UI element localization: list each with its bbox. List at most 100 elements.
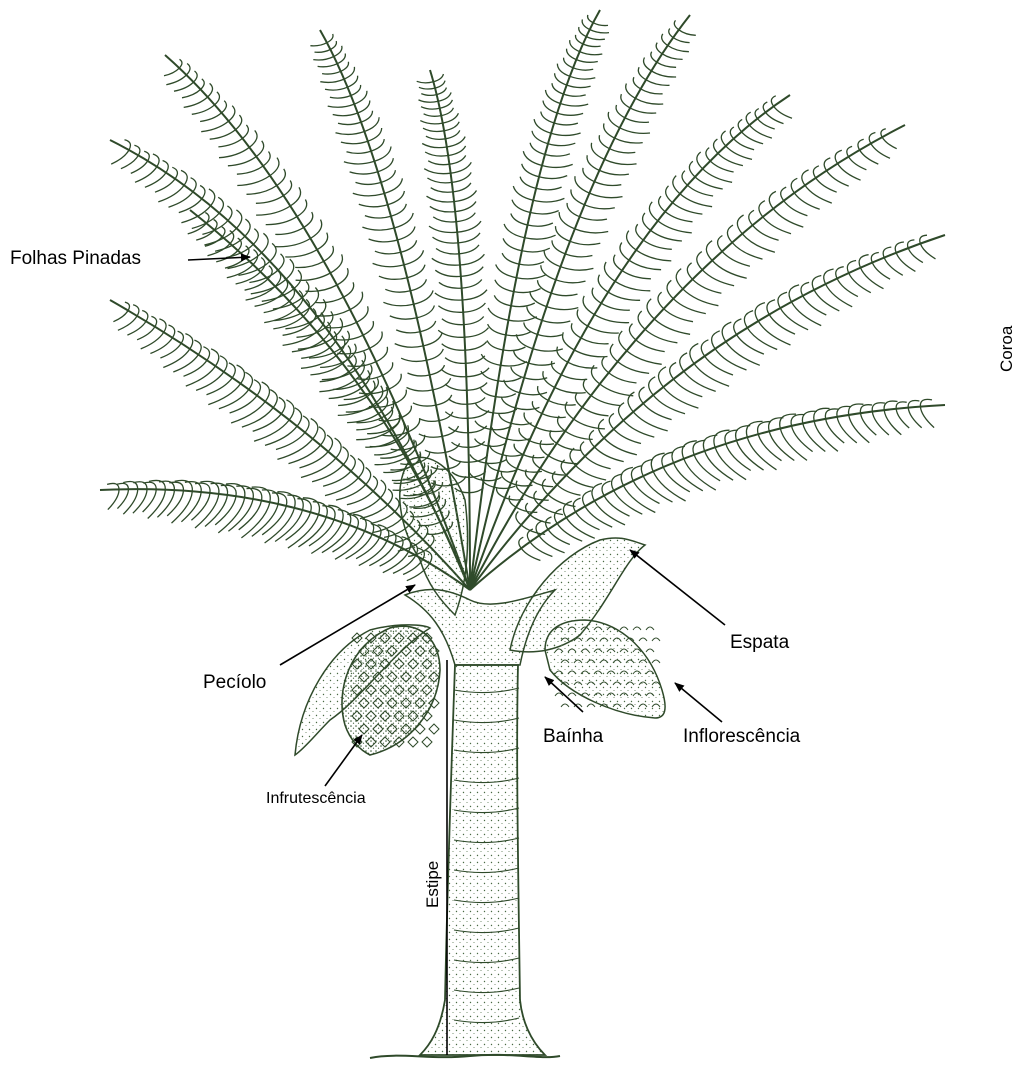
leaflet	[575, 229, 608, 233]
leaflet	[425, 450, 445, 453]
leaflet	[534, 491, 539, 505]
leaflet	[481, 388, 496, 397]
leaflet	[466, 356, 485, 364]
leaflet	[536, 427, 564, 431]
leaflet	[574, 419, 605, 429]
leaflet	[475, 403, 493, 413]
leaflet	[579, 27, 587, 37]
leaflet	[236, 115, 242, 130]
leaflet	[341, 62, 349, 72]
leaflet	[427, 349, 444, 360]
leaflet	[230, 231, 234, 244]
leaflet	[522, 164, 539, 177]
leaflet	[433, 378, 451, 390]
leaflet	[214, 220, 217, 230]
leaflet	[200, 113, 222, 122]
leaflet	[645, 329, 677, 343]
leaflet	[630, 108, 656, 113]
leaflet	[243, 125, 249, 138]
leaflet	[158, 185, 184, 202]
leaflet	[525, 235, 556, 239]
leaflet	[908, 248, 923, 263]
leaflet	[435, 81, 445, 89]
leaflet	[759, 201, 765, 217]
leaflet	[376, 347, 387, 362]
leaflet	[780, 308, 808, 330]
leaflet	[323, 471, 351, 486]
leaflet	[488, 324, 506, 335]
leaflet	[360, 505, 388, 519]
leaflet	[633, 77, 640, 89]
leaflet	[419, 419, 439, 422]
leaflet	[561, 267, 594, 270]
leaflet	[421, 107, 440, 109]
leaflet	[516, 481, 524, 494]
leaflet	[718, 236, 723, 252]
leaflet	[366, 467, 371, 484]
leaflet	[330, 96, 351, 99]
leaflet	[784, 201, 808, 216]
label-espata: Espata	[730, 632, 789, 654]
leaflet	[587, 155, 599, 170]
leaflet	[309, 520, 334, 546]
leaflet	[439, 282, 462, 288]
leaflet	[348, 76, 358, 88]
leaflet	[552, 83, 564, 94]
leaflet	[349, 498, 380, 514]
leaflet	[598, 275, 608, 292]
leaflet	[536, 187, 562, 190]
leaflet	[388, 489, 393, 505]
leaflet	[620, 128, 650, 134]
leaflet	[591, 396, 621, 406]
leaflet	[543, 371, 555, 387]
leaflet	[313, 57, 334, 60]
leaflet	[370, 378, 378, 392]
leaflet	[363, 321, 373, 335]
leaflet	[599, 170, 629, 174]
leaflet	[694, 364, 729, 387]
arrow-folhas	[188, 257, 250, 260]
leaflet	[388, 191, 405, 205]
leaflet	[426, 136, 446, 139]
leaflet	[705, 356, 733, 375]
leaflet	[541, 112, 554, 123]
leaflet	[849, 157, 867, 170]
leaflet	[261, 258, 265, 272]
leaflet	[586, 37, 605, 40]
label-peciolo: Pecíolo	[203, 672, 266, 694]
leaflet	[322, 525, 350, 553]
leaflet	[623, 420, 654, 437]
leaflet	[496, 265, 517, 278]
leaflet	[565, 254, 592, 257]
leaflet	[431, 188, 453, 193]
label-bainha: Baínha	[543, 726, 603, 748]
leaflet	[503, 347, 525, 351]
leaflet	[659, 196, 666, 211]
leaflet	[460, 254, 484, 265]
arrow-infrutescencia	[325, 735, 362, 786]
leaflet	[160, 343, 181, 358]
leaflet	[414, 290, 433, 304]
leaflet	[583, 44, 601, 47]
leaflet	[673, 38, 689, 43]
leaflet	[687, 263, 692, 280]
leaflet	[336, 484, 366, 500]
leaflet	[521, 548, 540, 560]
leaflet	[583, 296, 594, 315]
leaflet	[730, 127, 734, 139]
flower	[652, 638, 660, 641]
leaflet	[263, 152, 270, 167]
leaflet	[560, 104, 588, 107]
leaflet	[664, 309, 693, 322]
leaflet	[462, 290, 487, 300]
leaflet	[468, 426, 487, 433]
leaflet	[174, 82, 194, 91]
leaflet	[222, 227, 225, 237]
leaflet	[511, 214, 528, 226]
leaflet	[317, 233, 328, 250]
leaflet	[526, 503, 530, 515]
leaflet	[448, 399, 467, 405]
leaflet	[506, 332, 531, 336]
leaflet	[614, 255, 622, 271]
leaflet	[394, 213, 413, 228]
